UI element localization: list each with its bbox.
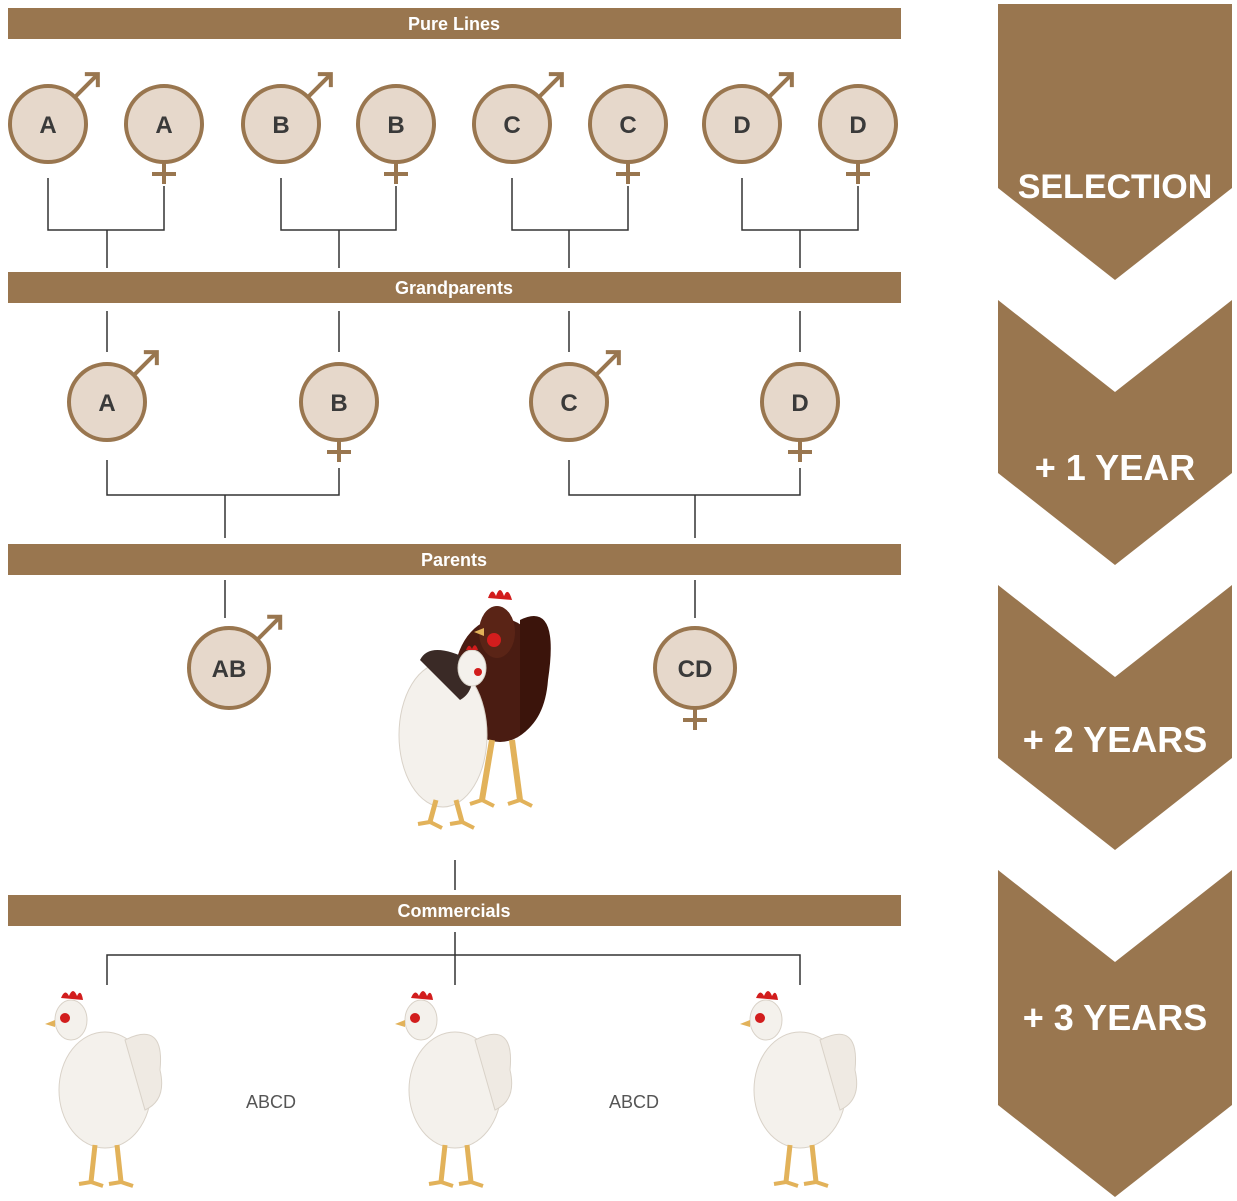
white-hen-illustration (395, 991, 512, 1186)
grandparent-node: D (760, 362, 840, 462)
pure-line-node: C (472, 72, 564, 164)
node-label: A (98, 390, 115, 417)
grandparent-node: B (299, 362, 379, 462)
commercial-hens (45, 991, 857, 1186)
commercial-label: ABCD (609, 1092, 659, 1112)
pure-line-node: D (702, 72, 794, 164)
timeline-label: SELECTION (1018, 168, 1213, 206)
timeline-step: + 1 YEAR (998, 300, 1232, 565)
bar-commercials: Commercials (8, 895, 901, 926)
white-hen-illustration (398, 645, 488, 830)
node-label: D (849, 112, 866, 139)
node-label: D (791, 390, 808, 417)
parent-pair-illustration (398, 590, 551, 830)
female-symbol-icon (616, 162, 640, 184)
bar-label: Grandparents (395, 278, 513, 298)
node-label: B (387, 112, 404, 139)
bar-grandparents: Grandparents (8, 272, 901, 303)
female-symbol-icon (846, 162, 870, 184)
male-symbol-icon (305, 72, 333, 100)
grandparent-node: C (529, 350, 621, 442)
pure-line-node: A (124, 84, 204, 184)
white-hen-illustration (740, 991, 857, 1186)
timeline-step: + 2 YEARS (998, 585, 1232, 850)
parent-node: CD (653, 626, 737, 730)
timeline-chevrons: SELECTION + 1 YEAR + 2 YEARS + 3 YEARS (998, 4, 1232, 1197)
parent-node: AB (187, 614, 283, 710)
female-symbol-icon (683, 708, 707, 730)
pure-line-node: B (356, 84, 436, 184)
commercial-label: ABCD (246, 1092, 296, 1112)
connector-line (106, 460, 340, 496)
node-label: B (330, 390, 347, 417)
connector-line (106, 954, 801, 985)
node-label: C (503, 112, 520, 139)
timeline-label: + 2 YEARS (1023, 719, 1207, 760)
node-label: A (155, 112, 172, 139)
connector-line (741, 178, 859, 231)
timeline-step: + 3 YEARS (998, 870, 1232, 1197)
white-hen-illustration (45, 991, 162, 1186)
pure-line-node: A (8, 72, 100, 164)
connector-line (280, 178, 397, 231)
grandparent-node: A (67, 350, 159, 442)
timeline-step: SELECTION (998, 4, 1232, 280)
connector-lines (47, 178, 859, 985)
male-symbol-icon (536, 72, 564, 100)
connector-line (568, 460, 801, 496)
male-symbol-icon (72, 72, 100, 100)
male-symbol-icon (131, 350, 159, 378)
female-symbol-icon (384, 162, 408, 184)
node-label: D (733, 112, 750, 139)
female-symbol-icon (327, 440, 351, 462)
connector-line (47, 178, 165, 231)
bar-label: Parents (421, 550, 487, 570)
node-label: C (560, 390, 577, 417)
male-symbol-icon (254, 614, 283, 643)
node-label: C (619, 112, 636, 139)
pure-line-node: C (588, 84, 668, 184)
pure-line-node: D (818, 84, 898, 184)
node-label: AB (212, 656, 247, 683)
connector-line (511, 178, 629, 231)
timeline-label: + 3 YEARS (1023, 997, 1207, 1038)
node-label: B (272, 112, 289, 139)
pure-line-node: B (241, 72, 333, 164)
bar-label: Commercials (397, 901, 510, 921)
timeline-label: + 1 YEAR (1035, 447, 1195, 488)
female-symbol-icon (152, 162, 176, 184)
bar-pure-lines: Pure Lines (8, 8, 901, 39)
female-symbol-icon (788, 440, 812, 462)
bar-parents: Parents (8, 544, 901, 575)
bar-label: Pure Lines (408, 14, 500, 34)
node-label: A (39, 112, 56, 139)
male-symbol-icon (766, 72, 794, 100)
node-label: CD (678, 656, 713, 683)
male-symbol-icon (593, 350, 621, 378)
